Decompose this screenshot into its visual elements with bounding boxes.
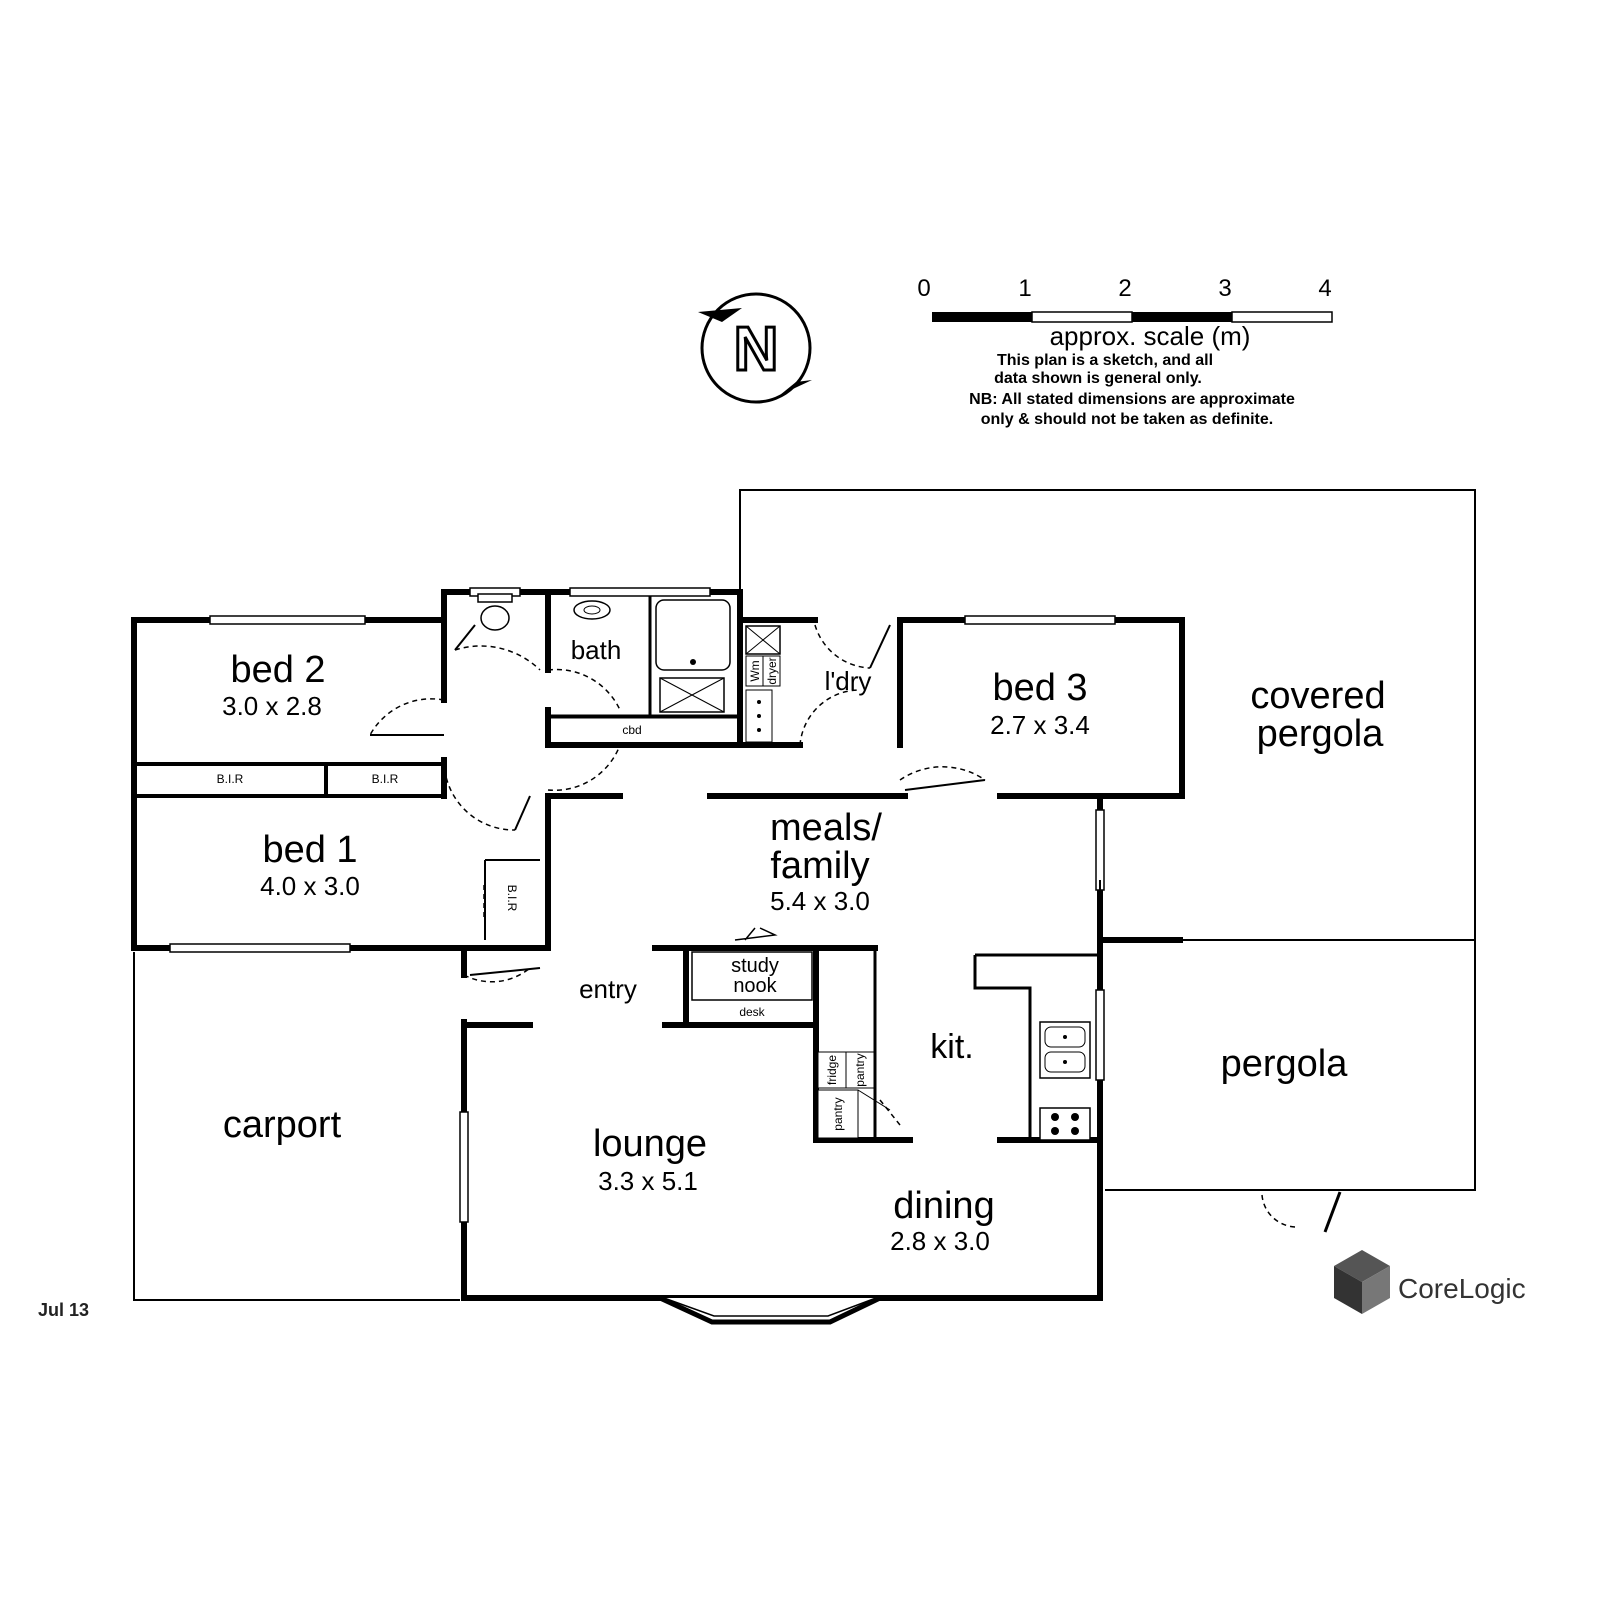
bir-label-right: B.I.R [372, 772, 399, 786]
north-arrow-icon: N [698, 292, 812, 404]
scale-tick-3: 3 [1218, 275, 1231, 302]
scale-segment [1231, 311, 1333, 323]
scale-bar: 0 1 2 3 4 approx. scale (m) This plan is… [917, 275, 1333, 428]
scale-tick-0: 0 [917, 275, 930, 302]
room-lounge-name: lounge [593, 1123, 707, 1165]
fixtures: cbd Wm dryer B.I.R B.I.R B.I.R desk frid… [217, 593, 1101, 1141]
room-pergola-name: pergola [1221, 1043, 1349, 1085]
room-dining-dim: 2.8 x 3.0 [890, 1226, 990, 1256]
room-bed1-name: bed 1 [262, 829, 357, 871]
toilet-icon [477, 593, 513, 631]
room-meals-line1: meals/ [770, 807, 882, 849]
pantry-label-top: pantry [853, 1053, 867, 1086]
room-bed3-dim: 2.7 x 3.4 [990, 710, 1090, 740]
room-kitchen-name: kit. [930, 1028, 973, 1066]
scale-segment [932, 312, 1032, 322]
wm-label: Wm [748, 660, 762, 681]
scale-tick-4: 4 [1318, 275, 1331, 302]
scale-note-1: This plan is a sketch, and all [997, 352, 1213, 369]
bathtub-icon [655, 599, 731, 671]
room-covered-pergola-line2: pergola [1257, 713, 1385, 755]
plan-date: Jul 13 [38, 1300, 89, 1320]
room-bed2-name: bed 2 [230, 649, 325, 691]
dryer [762, 655, 781, 687]
room-lounge-dim: 3.3 x 5.1 [598, 1166, 698, 1196]
laundry-tub-icon [745, 625, 781, 655]
room-bath-name: bath [571, 635, 622, 665]
room-dining-name: dining [893, 1185, 994, 1227]
bir-label-vertical: B.I.R [505, 885, 519, 912]
basin-icon [573, 600, 611, 620]
cupboard-label: cbd [622, 723, 641, 737]
room-bed3-name: bed 3 [992, 667, 1087, 709]
corelogic-cube-icon [1334, 1250, 1390, 1314]
windows [169, 587, 1116, 1325]
room-study-line2: nook [733, 975, 777, 997]
pantry [817, 1089, 859, 1139]
pantry-label: pantry [831, 1097, 845, 1130]
scale-nb-1: NB: All stated dimensions are approximat… [969, 391, 1295, 408]
cupboard [549, 717, 739, 744]
room-carport-name: carport [223, 1104, 342, 1146]
scale-tick-1: 1 [1018, 275, 1031, 302]
dryer-label: dryer [765, 657, 779, 684]
room-covered-pergola-line1: covered [1250, 675, 1385, 717]
room-laundry-name: l'dry [825, 666, 872, 696]
room-meals-dim: 5.4 x 3.0 [770, 886, 870, 916]
room-bed2-dim: 3.0 x 2.8 [222, 691, 322, 721]
room-study-line1: study [731, 955, 779, 977]
scale-segment [1132, 312, 1232, 322]
room-entry-name: entry [579, 974, 637, 1004]
scale-note-2: data shown is general only. [994, 370, 1202, 387]
cooktop-icon [1039, 1107, 1091, 1141]
desk-label: desk [739, 1005, 765, 1019]
corelogic-brand: CoreLogic [1398, 1273, 1526, 1304]
shower-icon [659, 677, 725, 713]
room-labels: bed 2 3.0 x 2.8 bed 1 4.0 x 3.0 bath l'd… [222, 635, 1385, 1256]
room-meals-line2: family [770, 845, 869, 887]
kitchen-sink-icon [1039, 1021, 1091, 1079]
room-bed1-dim: 4.0 x 3.0 [260, 871, 360, 901]
bir-label-left: B.I.R [217, 772, 244, 786]
scale-label: approx. scale (m) [1050, 321, 1251, 351]
scale-tick-2: 2 [1118, 275, 1131, 302]
scale-nb-2: only & should not be taken as definite. [981, 411, 1273, 428]
corelogic-logo: CoreLogic [1334, 1250, 1526, 1314]
fridge-label: fridge [825, 1055, 839, 1085]
carport-outline [133, 952, 460, 1301]
compass-letter: N [734, 315, 779, 384]
